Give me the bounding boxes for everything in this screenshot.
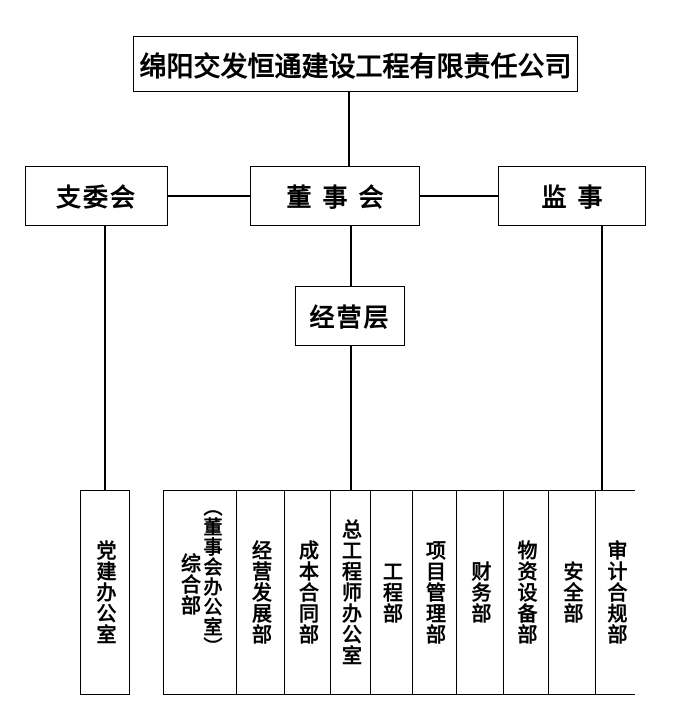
- supervisor-label: 监事: [541, 183, 614, 212]
- department-label: 综合部: [177, 553, 202, 616]
- department-label: 安全部: [560, 561, 584, 624]
- connector-supervisor-to-audit: [601, 226, 603, 491]
- department-group: （董事会办公室）综合部经营发展部成本合同部总工程师办公室工程部项目管理部财务部物…: [163, 490, 636, 695]
- department-cell: 物资设备部: [504, 491, 549, 694]
- connector-party-committee-to-office: [104, 226, 106, 491]
- department-label: 财务部: [468, 561, 492, 624]
- department-cell: （董事会办公室）综合部: [164, 491, 237, 694]
- department-cell: 项目管理部: [413, 491, 457, 694]
- management-layer-box: 经营层: [295, 286, 405, 346]
- department-cell: 成本合同部: [285, 491, 331, 694]
- connector-board-to-management: [350, 226, 352, 286]
- board-of-directors-label: 董事会: [286, 183, 395, 212]
- supervisor-box: 监事: [498, 166, 646, 226]
- department-label: 项目管理部: [422, 540, 447, 645]
- department-label: 成本合同部: [295, 540, 320, 645]
- department-sublabel: （董事会办公室）: [200, 497, 223, 657]
- department-label: 经营发展部: [248, 540, 273, 645]
- department-cell: 财务部: [457, 491, 504, 694]
- department-cell: 审计合规部: [596, 491, 636, 694]
- department-label: 审计合规部: [604, 540, 628, 645]
- department-label: 总工程师办公室: [338, 519, 363, 666]
- party-building-office-box: 党建办公室: [80, 490, 130, 695]
- connector-management-to-departments: [350, 346, 352, 491]
- department-label: 工程部: [379, 561, 404, 624]
- department-label: 物资设备部: [514, 540, 538, 645]
- department-cell: 安全部: [549, 491, 596, 694]
- management-layer-label: 经营层: [309, 303, 391, 332]
- connector-party-committee-to-board: [168, 195, 250, 197]
- company-title-label: 绵阳交发恒通建设工程有限责任公司: [139, 51, 572, 83]
- department-cell: 工程部: [371, 491, 413, 694]
- company-title-box: 绵阳交发恒通建设工程有限责任公司: [133, 36, 578, 92]
- department-cell: 总工程师办公室: [331, 491, 371, 694]
- party-committee-box: 支委会: [25, 166, 168, 226]
- board-of-directors-box: 董事会: [250, 166, 420, 226]
- connector-board-to-supervisor: [420, 195, 498, 197]
- connector-company-to-board: [348, 92, 350, 166]
- party-committee-label: 支委会: [55, 183, 137, 212]
- department-cell: 经营发展部: [237, 491, 285, 694]
- party-building-office-label: 党建办公室: [93, 540, 117, 645]
